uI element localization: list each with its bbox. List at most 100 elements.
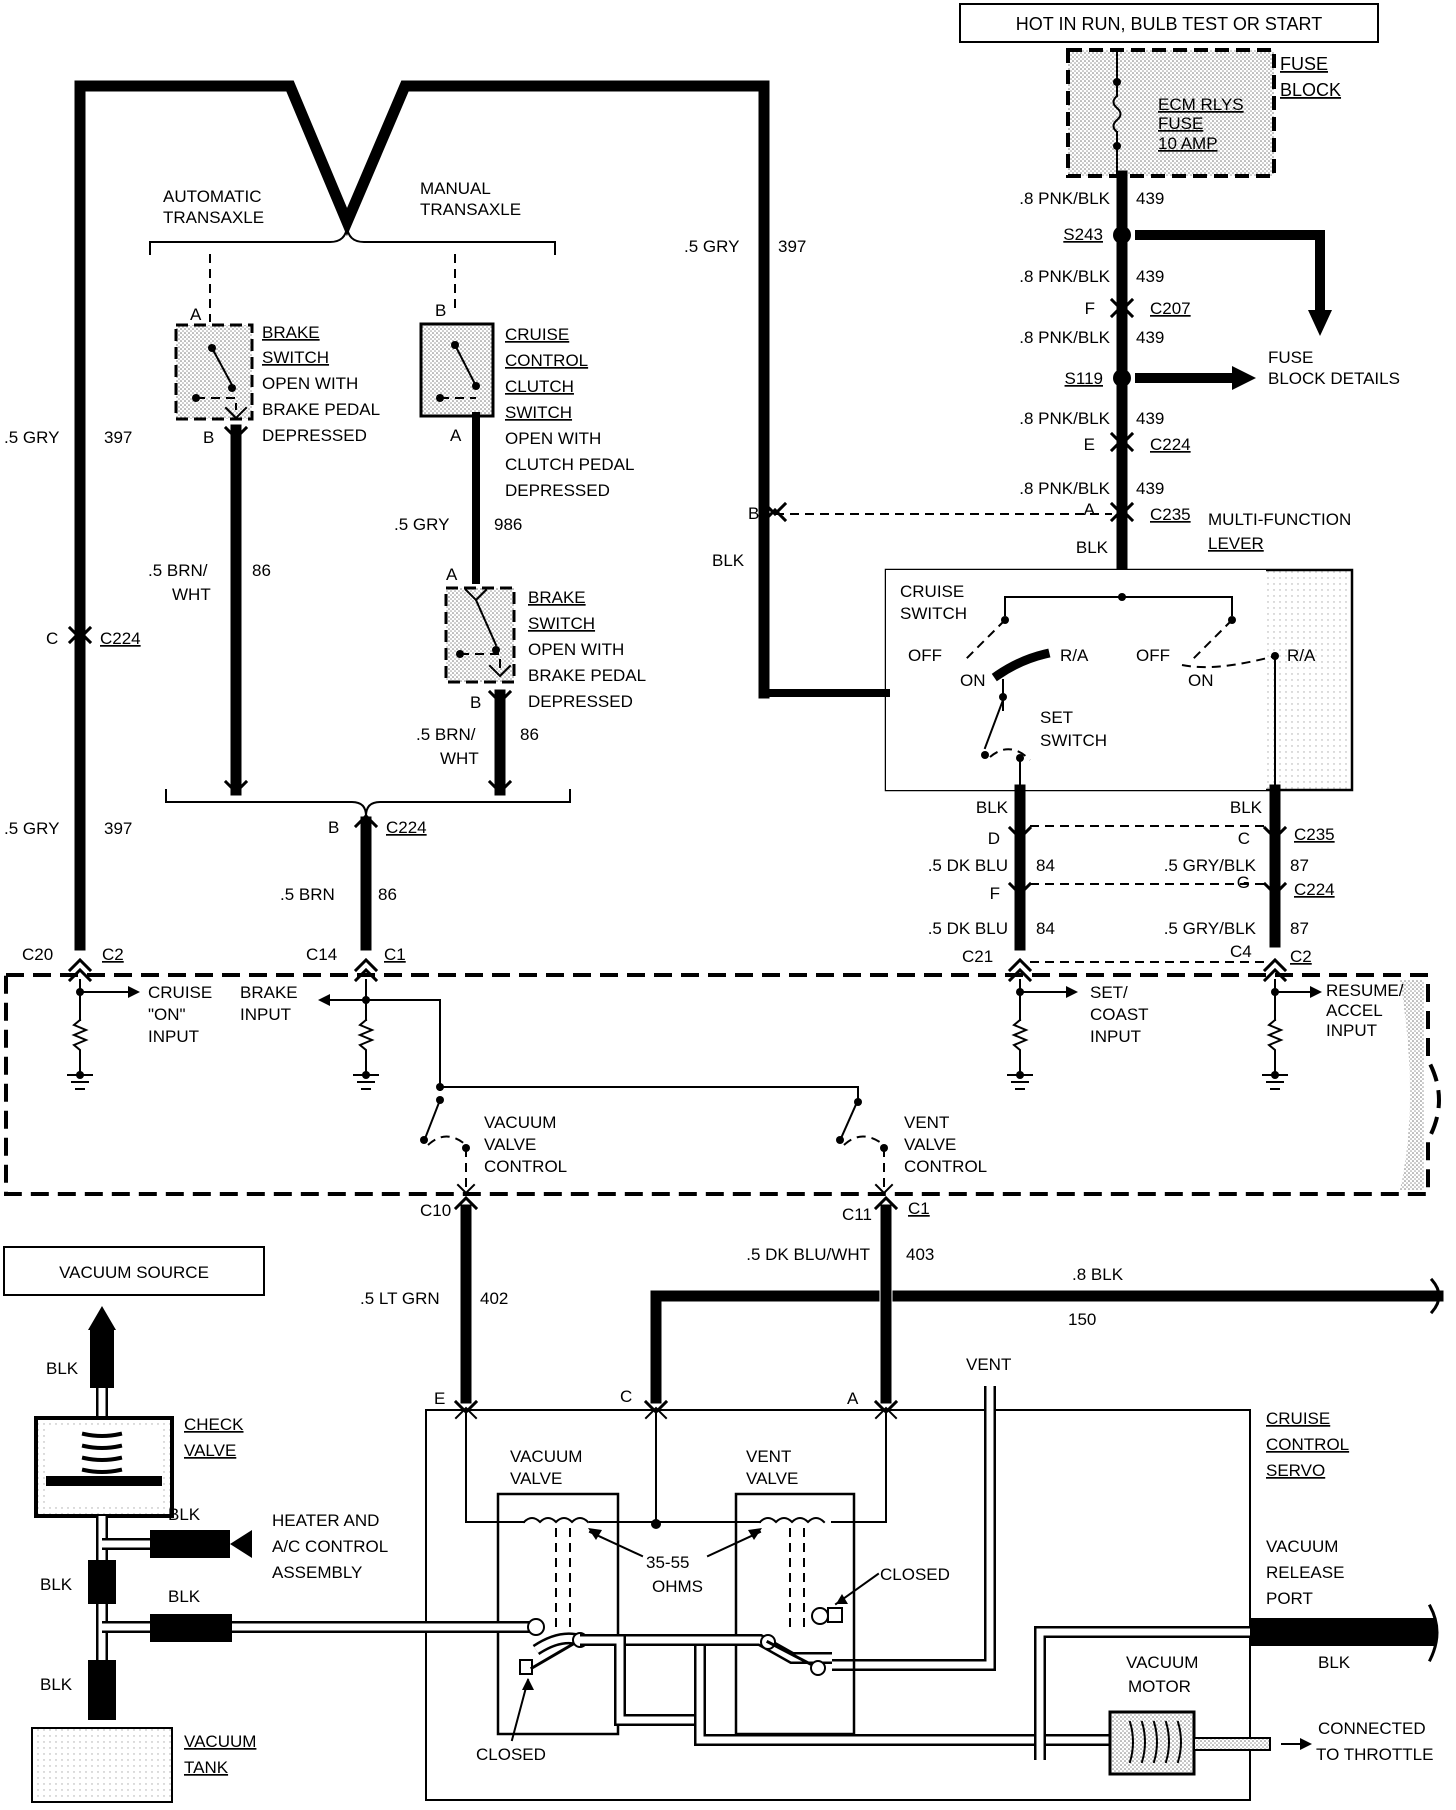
splice-s119: [1113, 369, 1131, 387]
svg-text:VENT: VENT: [746, 1447, 791, 1466]
svg-text:C10: C10: [420, 1201, 451, 1220]
svg-text:FUSE: FUSE: [1268, 348, 1313, 367]
fuse-block-label-1: FUSE: [1280, 54, 1328, 74]
svg-text:SET: SET: [1040, 708, 1073, 727]
svg-text:F: F: [1085, 299, 1095, 318]
svg-text:SWITCH: SWITCH: [1040, 731, 1107, 750]
arrow-right-icon: [1232, 366, 1256, 390]
svg-text:DEPRESSED: DEPRESSED: [528, 692, 633, 711]
vacuum-valve-control: VACUUM VALVE CONTROL: [420, 1096, 567, 1195]
svg-text:R/A: R/A: [1060, 646, 1089, 665]
svg-text:BLOCK DETAILS: BLOCK DETAILS: [1268, 369, 1400, 388]
svg-text:B: B: [435, 301, 446, 320]
svg-text:BRAKE: BRAKE: [262, 323, 320, 342]
svg-text:VENT: VENT: [904, 1113, 949, 1132]
svg-text:CONNECTED: CONNECTED: [1318, 1719, 1426, 1738]
svg-text:S243: S243: [1063, 225, 1103, 244]
svg-text:.8 PNK/BLK: .8 PNK/BLK: [1019, 189, 1110, 208]
svg-text:397: 397: [104, 819, 132, 838]
svg-text:R/A: R/A: [1287, 646, 1316, 665]
svg-text:VACUUM: VACUUM: [510, 1447, 582, 1466]
plug-icon: [230, 1530, 252, 1558]
svg-text:CRUISE: CRUISE: [505, 325, 569, 344]
svg-text:VALVE: VALVE: [484, 1135, 536, 1154]
svg-text:C21: C21: [962, 947, 993, 966]
svg-text:C224: C224: [1294, 880, 1335, 899]
svg-text:439: 439: [1136, 328, 1164, 347]
arrow-up-icon: [88, 1306, 116, 1330]
svg-text:D: D: [988, 829, 1000, 848]
svg-text:.5 BRN: .5 BRN: [280, 885, 335, 904]
svg-text:CHECK: CHECK: [184, 1415, 244, 1434]
svg-text:TO THROTTLE: TO THROTTLE: [1316, 1745, 1433, 1764]
svg-text:.5 DK BLU: .5 DK BLU: [928, 856, 1008, 875]
svg-text:PORT: PORT: [1266, 1589, 1313, 1608]
clutch-switch: B CRUISE CONTROL CLUTCH SWITCH OPEN WITH…: [394, 254, 634, 584]
svg-text:C1: C1: [384, 945, 406, 964]
svg-text:150: 150: [1068, 1310, 1096, 1329]
svg-text:439: 439: [1136, 409, 1164, 428]
svg-text:C2: C2: [102, 945, 124, 964]
svg-text:C235: C235: [1150, 505, 1191, 524]
svg-text:.8 PNK/BLK: .8 PNK/BLK: [1019, 267, 1110, 286]
svg-text:MOTOR: MOTOR: [1128, 1677, 1191, 1696]
svg-text:.8 BLK: .8 BLK: [1072, 1265, 1124, 1284]
svg-text:84: 84: [1036, 856, 1055, 875]
svg-text:C224: C224: [386, 818, 427, 837]
manual-brake-switch: BRAKE SWITCH OPEN WITH BRAKE PEDAL DEPRE…: [416, 586, 646, 796]
svg-text:A: A: [446, 565, 458, 584]
svg-text:G: G: [1237, 873, 1250, 892]
svg-text:BLK: BLK: [168, 1587, 201, 1606]
svg-text:ASSEMBLY: ASSEMBLY: [272, 1563, 362, 1582]
svg-text:WHT: WHT: [172, 585, 211, 604]
svg-text:A: A: [190, 305, 202, 324]
fuse-block-label-2: BLOCK: [1280, 80, 1341, 100]
svg-text:86: 86: [520, 725, 539, 744]
circuits-84-87: BLK BLK D C C235 .5 DK BLU 84 .5 GRY/BLK…: [928, 784, 1335, 963]
svg-text:CLOSED: CLOSED: [476, 1745, 546, 1764]
power-source: HOT IN RUN, BULB TEST OR START FUSE BLOC…: [959, 3, 1379, 178]
svg-text:.5 GRY: .5 GRY: [4, 428, 59, 447]
feed-397: .5 GRY 397 .5 GRY 397 C C224 .5 GRY 397: [4, 80, 806, 951]
cruise-control-servo: CRUISE CONTROL SERVO E C A VENT VACUUM V…: [232, 1355, 1439, 1801]
svg-text:RELEASE: RELEASE: [1266, 1563, 1344, 1582]
fuse-rating: 10 AMP: [1158, 134, 1218, 153]
vacuum-supply: VACUUM SOURCE BLK CHECK VALVE BLK HEATER…: [3, 1246, 388, 1803]
svg-text:TANK: TANK: [184, 1758, 229, 1777]
svg-text:HEATER AND: HEATER AND: [272, 1511, 379, 1530]
svg-text:A: A: [847, 1389, 859, 1408]
svg-text:BLK: BLK: [1076, 538, 1109, 557]
svg-text:BLK: BLK: [46, 1359, 79, 1378]
svg-text:INPUT: INPUT: [1090, 1027, 1141, 1046]
svg-text:C2: C2: [1290, 947, 1312, 966]
svg-text:VACUUM SOURCE: VACUUM SOURCE: [59, 1263, 209, 1282]
svg-text:SET/: SET/: [1090, 983, 1128, 1002]
svg-text:CLOSED: CLOSED: [880, 1565, 950, 1584]
svg-text:DEPRESSED: DEPRESSED: [505, 481, 610, 500]
svg-text:BRAKE PEDAL: BRAKE PEDAL: [528, 666, 646, 685]
svg-text:OPEN WITH: OPEN WITH: [262, 374, 358, 393]
svg-text:CRUISE: CRUISE: [148, 983, 212, 1002]
svg-text:BLK: BLK: [712, 551, 745, 570]
svg-text:.8 PNK/BLK: .8 PNK/BLK: [1019, 409, 1110, 428]
svg-text:SWITCH: SWITCH: [900, 604, 967, 623]
circuit-86: B C224 .5 BRN 86: [280, 813, 427, 951]
cruise-on-input: CRUISE "ON" INPUT: [67, 967, 212, 1090]
connector-marks-439: [1109, 297, 1135, 523]
svg-text:OPEN WITH: OPEN WITH: [505, 429, 601, 448]
svg-text:CLUTCH: CLUTCH: [505, 377, 574, 396]
svg-text:CRUISE: CRUISE: [900, 582, 964, 601]
svg-text:397: 397: [778, 237, 806, 256]
svg-text:MANUAL: MANUAL: [420, 179, 491, 198]
svg-text:.5 GRY/BLK: .5 GRY/BLK: [1164, 919, 1257, 938]
svg-text:ACCEL: ACCEL: [1326, 1001, 1383, 1020]
fuse-name-2: FUSE: [1158, 114, 1203, 133]
svg-text:CONTROL: CONTROL: [904, 1157, 987, 1176]
svg-text:.8 PNK/BLK: .8 PNK/BLK: [1019, 328, 1110, 347]
svg-text:OFF: OFF: [1136, 646, 1170, 665]
spring-icon: [1128, 1720, 1182, 1764]
svg-text:A/C CONTROL: A/C CONTROL: [272, 1537, 388, 1556]
coil-icon: [758, 1517, 826, 1524]
svg-text:439: 439: [1136, 479, 1164, 498]
